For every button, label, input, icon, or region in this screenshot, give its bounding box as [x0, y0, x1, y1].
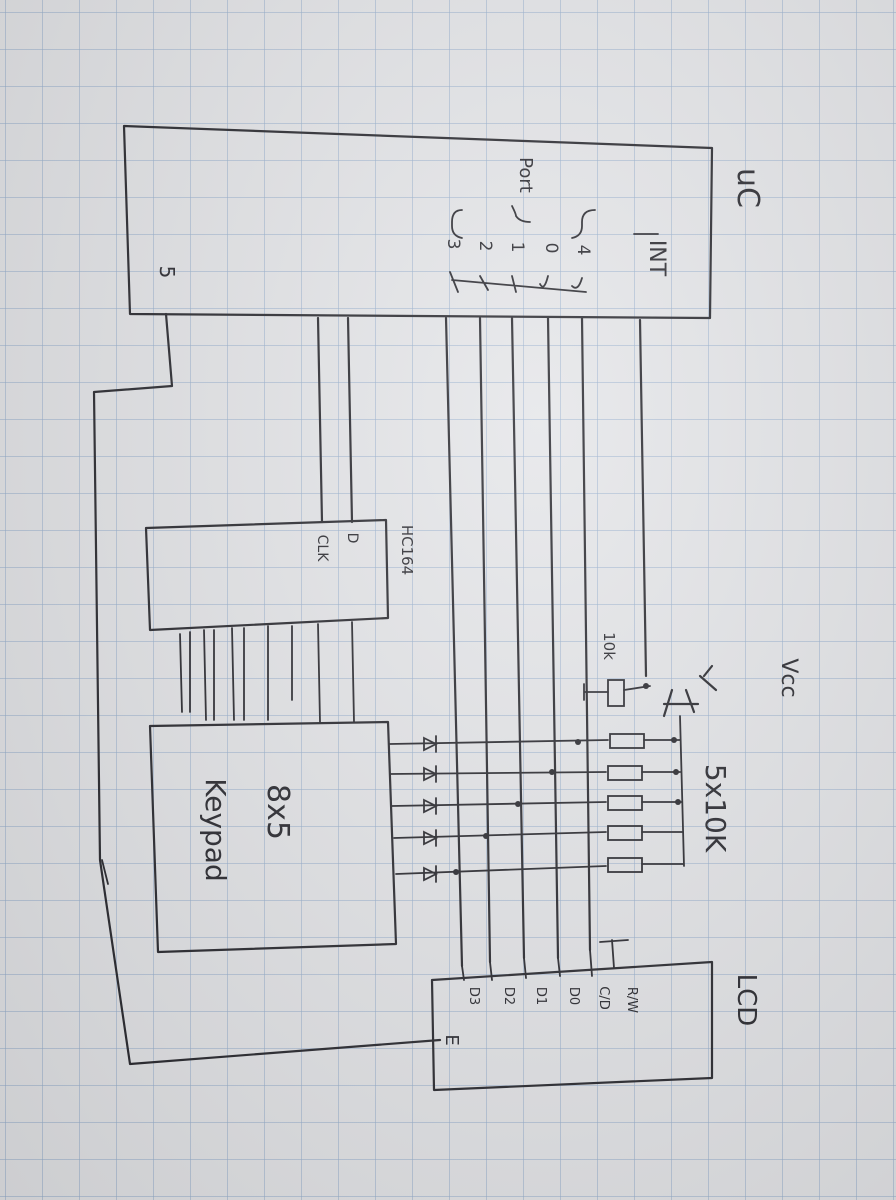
resistor-array-label: 5x10K — [699, 764, 732, 853]
pulldown-resistor-label: 10k — [600, 632, 618, 660]
lcd-pin-cd: C/D — [596, 986, 611, 1009]
keypad-size-label: 8x5 — [260, 784, 295, 840]
shift-register-wires — [316, 316, 354, 524]
pin-5-label: 5 — [155, 266, 179, 279]
keypad-title: Keypad — [199, 778, 232, 881]
microcontroller-block: uC INT Port 4 0 1 2 3 5 — [122, 124, 765, 320]
port-pin-0: 0 — [541, 243, 561, 254]
lcd-pin-d3: D3 — [466, 987, 481, 1005]
hc164-block: HC164 D CLK — [144, 518, 416, 632]
port-pin-2: 2 — [475, 241, 495, 252]
lcd-title: LCD — [731, 974, 761, 1027]
hc164-pin-clk: CLK — [314, 535, 330, 563]
lcd-pin-d1: D1 — [533, 987, 548, 1005]
enable-wire — [92, 312, 442, 1066]
port-pin-4: 4 — [573, 245, 593, 256]
port-label: Port — [515, 157, 536, 193]
lcd-block: LCD R/W C/D D0 D1 D2 D3 E — [430, 960, 761, 1092]
transistor-and-resistors — [583, 664, 718, 873]
port-pin-1: 1 — [507, 242, 527, 253]
port-brace-mid — [511, 205, 531, 223]
port-pin-3: 3 — [443, 239, 463, 250]
keypad-row-wires — [389, 735, 609, 883]
lcd-pin-d0: D0 — [566, 987, 581, 1005]
port-brace-upper — [571, 209, 596, 239]
keypad-column-wires — [179, 621, 355, 723]
vcc-label: Vcc — [776, 658, 801, 697]
data-bus-wires — [444, 316, 648, 981]
lcd-pin-rw: R/W — [624, 987, 639, 1013]
lcd-pin-d2: D2 — [501, 987, 516, 1005]
hc164-pin-d: D — [344, 533, 360, 544]
keypad-block: 8x5 Keypad — [148, 720, 398, 954]
lcd-pin-e: E — [441, 1034, 462, 1045]
pin-scribbles — [449, 271, 587, 293]
int-pin-label: INT — [644, 240, 669, 277]
uc-title: uC — [730, 168, 765, 208]
hc164-title: HC164 — [398, 525, 416, 575]
port-brace-lower — [451, 209, 463, 239]
